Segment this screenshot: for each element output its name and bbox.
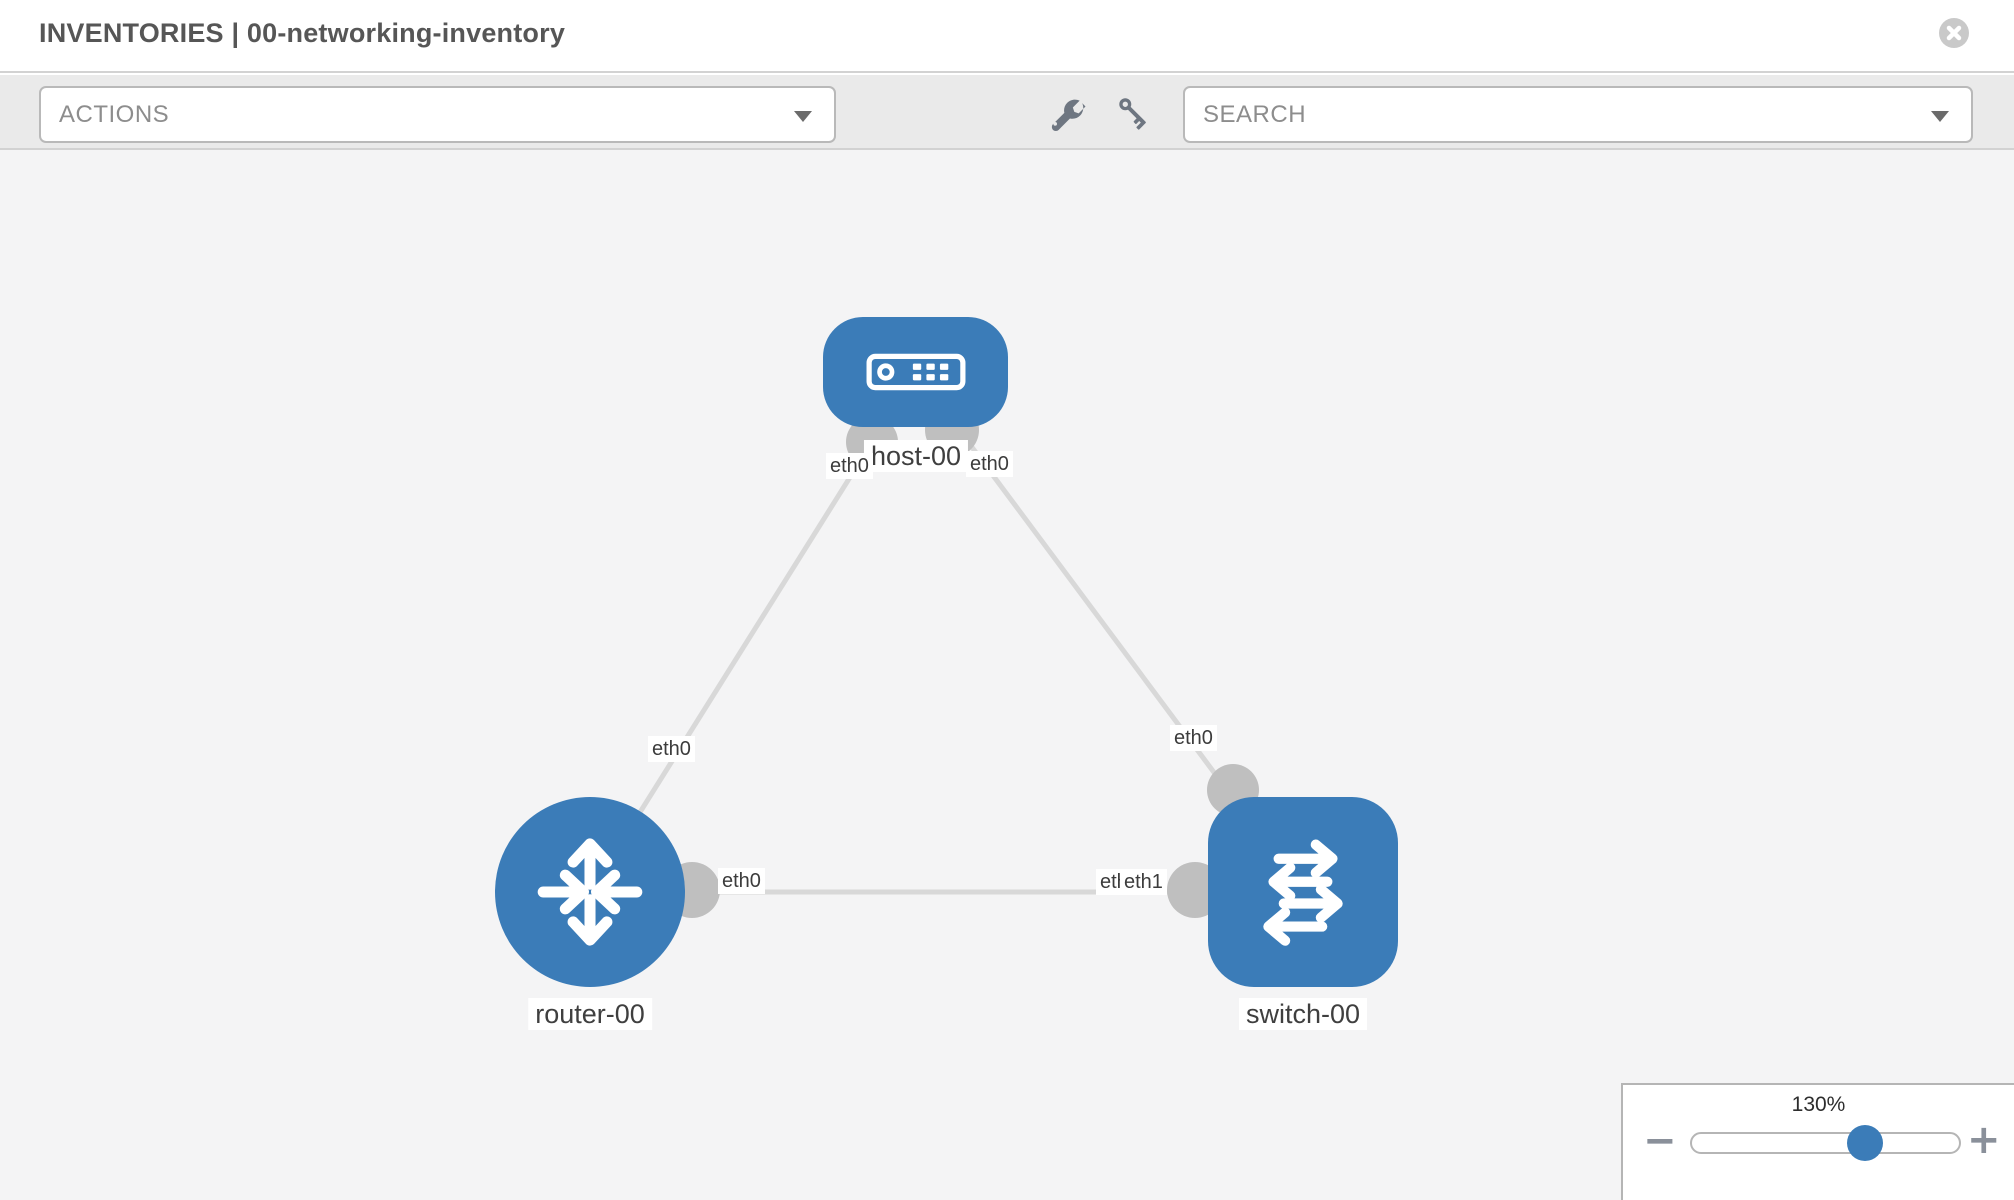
topology-links-layer [587, 370, 1306, 918]
switch-icon [1263, 839, 1343, 946]
router-icon [537, 838, 643, 946]
host-icon [866, 353, 965, 391]
interface-label: eth0 [826, 453, 873, 479]
interface-label: eth0 [966, 451, 1013, 477]
node-label-router-00: router-00 [528, 998, 652, 1030]
header: INVENTORIES | 00-networking-inventory [0, 0, 2014, 73]
chevron-down-icon [794, 111, 812, 122]
credentials-button[interactable] [1112, 92, 1156, 136]
node-label-switch-00: switch-00 [1238, 998, 1368, 1030]
toolbar: ACTIONS SEARCH [0, 75, 2014, 150]
actions-dropdown[interactable]: ACTIONS [39, 86, 836, 143]
key-icon [1119, 97, 1146, 130]
zoom-in-button[interactable]: + [1967, 1117, 2001, 1163]
page-title: INVENTORIES | 00-networking-inventory [39, 18, 566, 48]
wrench-icon [1051, 99, 1086, 131]
zoom-slider-thumb[interactable] [1847, 1125, 1883, 1161]
node-host-00[interactable] [823, 317, 1008, 427]
close-icon [1939, 18, 1969, 48]
node-router-00[interactable] [495, 797, 685, 987]
actions-dropdown-label: ACTIONS [59, 100, 170, 128]
interface-label: eth0 [648, 736, 695, 762]
interface-label: eth0 [1170, 725, 1217, 751]
zoom-out-button[interactable]: − [1643, 1118, 1677, 1164]
chevron-down-icon [1931, 111, 1949, 122]
zoom-slider-track[interactable] [1690, 1125, 1961, 1161]
interface-label: eth1 [1120, 869, 1167, 895]
search-dropdown-label: SEARCH [1203, 100, 1307, 128]
search-dropdown[interactable]: SEARCH [1183, 86, 1973, 143]
close-button[interactable] [1938, 17, 1970, 49]
interface-label: eth0 [718, 868, 765, 894]
configure-button[interactable] [1044, 92, 1088, 136]
zoom-panel: 130% − + [1621, 1083, 2014, 1200]
node-label-host-00: host-00 [863, 440, 969, 472]
topology-canvas[interactable]: host-00 router-00 switch-00 eth0 eth0 et… [0, 150, 2014, 1200]
zoom-level: 130% [1791, 1093, 1846, 1116]
node-switch-00[interactable] [1208, 797, 1398, 987]
